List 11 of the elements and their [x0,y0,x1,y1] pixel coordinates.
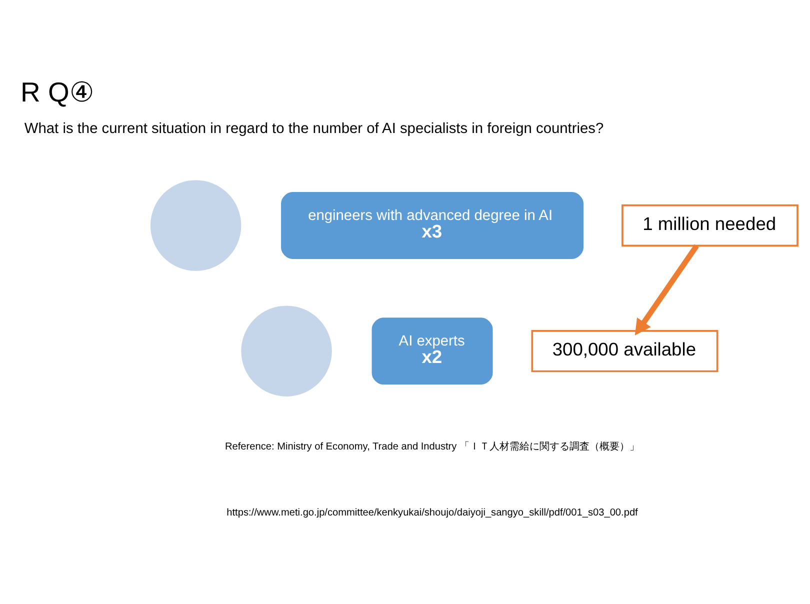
arrow [634,244,699,335]
label: https://www.meti.go.jp/committee/kenkyukai/shoujo/daiyoji_sangyo_skill/pdf/001_s03_00.pdf [226,506,638,518]
label: Reference: Ministry of Economy, Trade and Industry 「ＩＴ人材需給に関する調査（概要）」 [225,440,640,452]
node-circle [239,303,334,398]
node-circle [148,178,243,272]
node-box: engineers with advanced degree in AI x3 [281,192,584,258]
node-box: AI experts x2 [372,317,493,384]
diagram-title: R Q④ [20,76,94,107]
node-box: 1 million needed [622,204,798,246]
label: What is the current situation in regard to the number of AI specialists in foreign countries? [24,120,604,137]
node-box: 300,000 available [531,330,718,372]
